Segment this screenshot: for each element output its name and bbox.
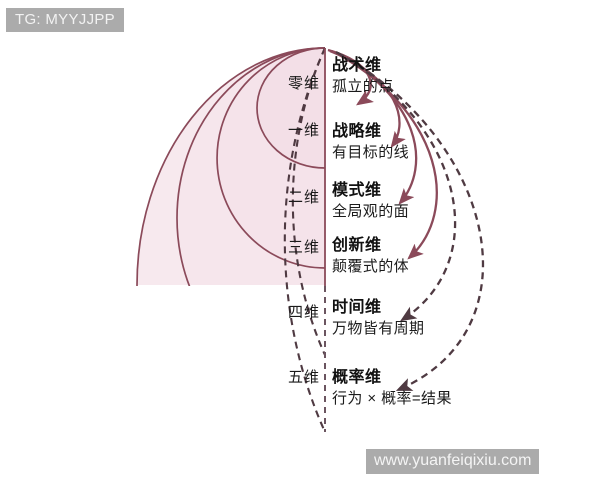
entry-title: 概率维 <box>332 369 382 386</box>
entry-subtitle: 行为 × 概率=结果 <box>332 390 452 407</box>
dim-label-yiwei: 一维 <box>287 122 320 139</box>
dim-label-lingwei: 零维 <box>287 75 320 92</box>
ring-outline-lingwei <box>256 47 326 169</box>
entry-moshiwei: 模式维 全局观的面 <box>332 182 410 220</box>
entry-subtitle: 全局观的面 <box>332 203 410 220</box>
ring-outline-yiwei <box>216 47 326 269</box>
ring-0-lingwei <box>257 48 325 168</box>
entry-shijianwei: 时间维 万物皆有周期 <box>332 299 425 337</box>
entry-gailvwei: 概率维 行为 × 概率=结果 <box>332 369 452 407</box>
entry-subtitle: 万物皆有周期 <box>332 320 425 337</box>
entry-chuangxinwei: 创新维 颠覆式的体 <box>332 237 410 275</box>
entry-zhanshuwei: 战术维 孤立的点 <box>332 57 394 95</box>
entry-zhanluewei: 战略维 有目标的线 <box>332 123 410 161</box>
ring-outlines-dashed <box>283 47 326 433</box>
entry-subtitle: 孤立的点 <box>332 78 394 95</box>
ring-outline-sanwei <box>136 47 326 480</box>
entry-title: 时间维 <box>332 299 382 316</box>
dim-label-siwei: 四维 <box>287 304 320 321</box>
entry-subtitle: 有目标的线 <box>332 144 410 161</box>
arrow-group <box>327 48 484 392</box>
entry-title: 创新维 <box>332 237 382 254</box>
dim-label-wuwei: 五维 <box>287 369 320 386</box>
entry-subtitle: 颠覆式的体 <box>332 258 410 275</box>
ring-outline-wuwei <box>283 47 326 433</box>
telegram-watermark: TG: MYYJJPP <box>6 8 124 33</box>
entry-title: 战略维 <box>332 123 382 140</box>
arrow-to-shijianwei <box>335 51 457 322</box>
site-watermark: www.yuanfeiqixiu.com <box>366 449 540 475</box>
entry-title: 模式维 <box>332 182 382 199</box>
entry-title: 战术维 <box>332 57 382 74</box>
dim-label-erwei: 二维 <box>287 189 320 206</box>
dim-label-sanwei: 三维 <box>287 239 320 256</box>
arrow-to-chuangxinwei <box>333 50 438 260</box>
arrow-to-gailvwei <box>337 51 484 392</box>
outline-clip-mask <box>0 286 600 480</box>
